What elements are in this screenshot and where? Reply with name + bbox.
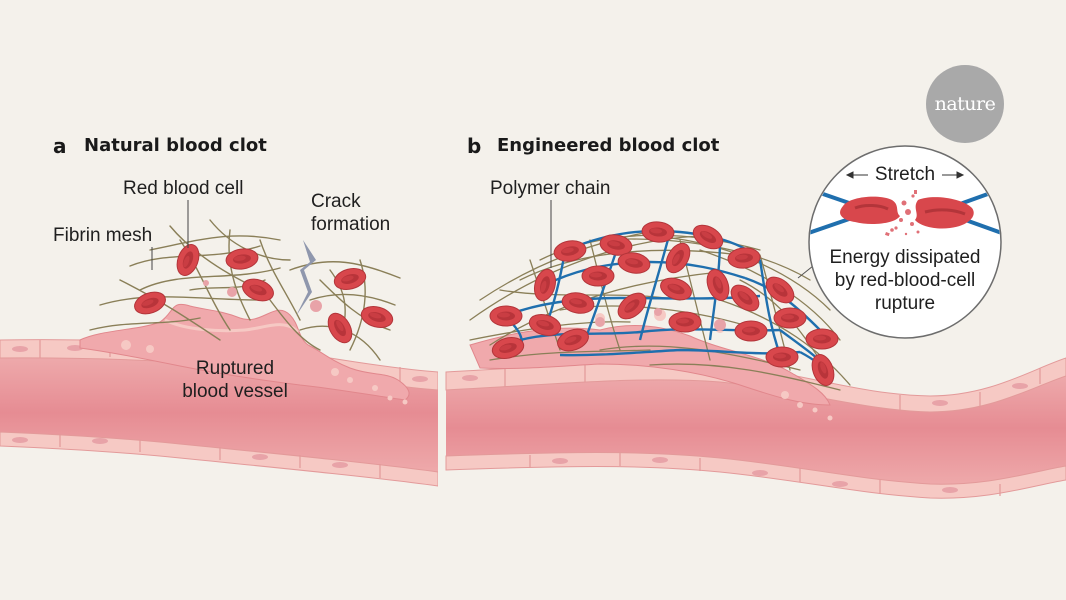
label-stretch: Stretch xyxy=(874,164,936,185)
panel-divider xyxy=(438,330,446,495)
crack-mark xyxy=(296,240,316,316)
nature-logo: nature xyxy=(926,65,1004,143)
zoom-callout xyxy=(808,145,1002,339)
label-energy-line1: Energy dissipated xyxy=(829,247,981,268)
label-fibrin-mesh: Fibrin mesh xyxy=(53,225,153,246)
label-ruptured-line2: blood vessel xyxy=(182,381,288,402)
label-red-blood-cell: Red blood cell xyxy=(123,178,244,199)
label-crack-line1: Crack xyxy=(311,191,361,212)
panel-b-letter: b xyxy=(467,134,482,158)
panel-b-title: Engineered blood clot xyxy=(497,135,720,156)
label-energy-line3: rupture xyxy=(874,293,936,314)
panel-a-title: Natural blood clot xyxy=(84,135,267,156)
vessel-left xyxy=(0,304,439,487)
label-energy-line2: by red-blood-cell xyxy=(834,270,976,291)
panel-a-letter: a xyxy=(53,134,67,158)
label-crack-line2: formation xyxy=(311,214,391,235)
logo-text: nature xyxy=(934,93,996,115)
label-ruptured-line1: Ruptured xyxy=(195,358,275,379)
label-polymer-chain: Polymer chain xyxy=(490,178,611,199)
